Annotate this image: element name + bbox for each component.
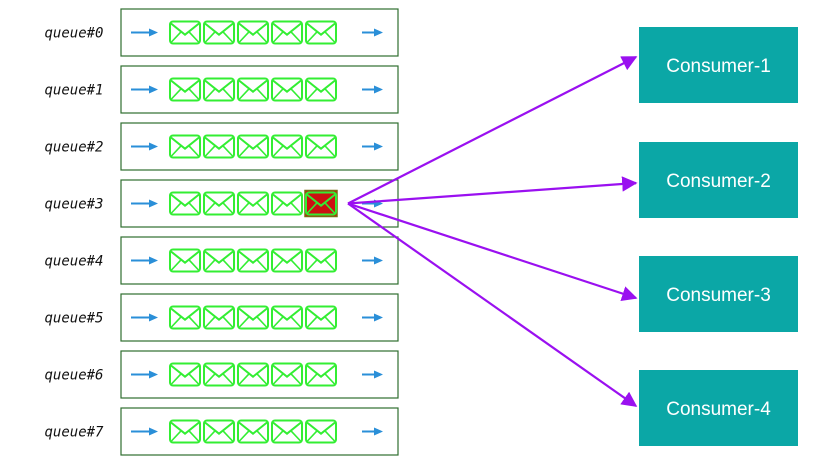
queue-row: queue#4 [44,236,399,285]
envelope-icon [305,248,337,273]
arrow-right-icon [362,313,383,322]
envelope-icon [203,248,235,273]
arrow-right-icon [131,85,158,94]
arrow-right-icon [362,370,383,379]
envelope-icon [169,20,201,45]
queue-row: queue#2 [44,122,399,171]
envelope-icon [203,20,235,45]
envelope-icon [237,362,269,387]
envelope-icon [305,77,337,102]
envelope-icon [169,362,201,387]
arrow-right-icon [362,256,383,265]
envelope-icon [271,248,303,273]
arrow-right-icon [131,28,158,37]
queue-box [120,293,399,342]
queue-row: queue#1 [44,65,399,114]
fan-out-arrow [347,202,638,407]
queue-label: queue#4 [44,254,103,270]
queue-row: queue#3 [44,179,399,228]
queue-label: queue#2 [44,140,103,156]
envelope-icon [203,362,235,387]
arrow-right-icon [131,370,158,379]
queue-row: queue#5 [44,293,399,342]
envelope-icon [271,305,303,330]
queue-list: queue#0 queue#1 queue#2 queue#3 queue#4 queue… [44,8,399,456]
envelope-icon [237,77,269,102]
consumer-box: Consumer-1 [639,27,798,103]
arrow-right-icon [362,142,383,151]
envelope-icon [305,362,337,387]
consumer-box: Consumer-4 [639,370,798,446]
envelope-icon [169,419,201,444]
envelope-icon [169,305,201,330]
envelope-icon [203,134,235,159]
envelope-icon [203,305,235,330]
queue-label: queue#7 [44,425,104,441]
envelope-icon [305,419,337,444]
queue-box [120,236,399,285]
envelope-icon [237,248,269,273]
envelope-icon [237,134,269,159]
arrow-right-icon [131,199,158,208]
envelope-icon [271,191,303,216]
envelope-icon [271,77,303,102]
queue-box [120,8,399,57]
consumer-label: Consumer-2 [666,171,771,192]
envelope-icon [305,134,337,159]
queue-box [120,122,399,171]
envelope-icon [305,20,337,45]
envelope-icon [169,77,201,102]
consumer-label: Consumer-4 [666,399,771,420]
consumer-box: Consumer-3 [639,256,798,332]
queue-label: queue#1 [44,83,103,99]
envelope-icon [169,191,201,216]
queue-box [120,407,399,456]
envelope-icon [203,419,235,444]
arrow-right-icon [362,427,383,436]
queue-label: queue#5 [44,311,103,327]
envelope-icon [169,248,201,273]
queue-row: queue#6 [44,350,399,399]
arrow-right-icon [131,256,158,265]
arrow-right-icon [131,142,158,151]
envelope-icon [237,305,269,330]
queue-label: queue#0 [44,26,103,42]
fan-out-arrow [347,56,638,205]
envelope-icon [271,419,303,444]
queue-row: queue#0 [44,8,399,57]
fan-out-arrow [347,176,638,205]
envelope-icon [271,362,303,387]
queue-box [120,65,399,114]
envelope-icon [237,419,269,444]
queue-box [120,350,399,399]
envelope-icon [271,134,303,159]
envelope-icon [237,191,269,216]
envelope-icon [305,305,337,330]
envelope-icon [203,191,235,216]
fan-out-arrow [347,202,638,301]
arrow-right-icon [131,313,158,322]
envelope-icon [304,189,338,218]
queue-label: queue#3 [44,197,103,213]
envelope-icon [169,134,201,159]
queue-label: queue#6 [44,368,103,384]
envelope-icon [203,77,235,102]
envelope-icon [271,20,303,45]
consumer-box: Consumer-2 [639,142,798,218]
arrow-right-icon [131,427,158,436]
envelope-icon [237,20,269,45]
fan-out-arrows [347,56,638,407]
consumer-label: Consumer-1 [666,56,771,77]
arrow-right-icon [362,85,383,94]
arrow-right-icon [362,28,383,37]
queue-row: queue#7 [44,407,399,456]
consumer-label: Consumer-3 [666,285,771,306]
